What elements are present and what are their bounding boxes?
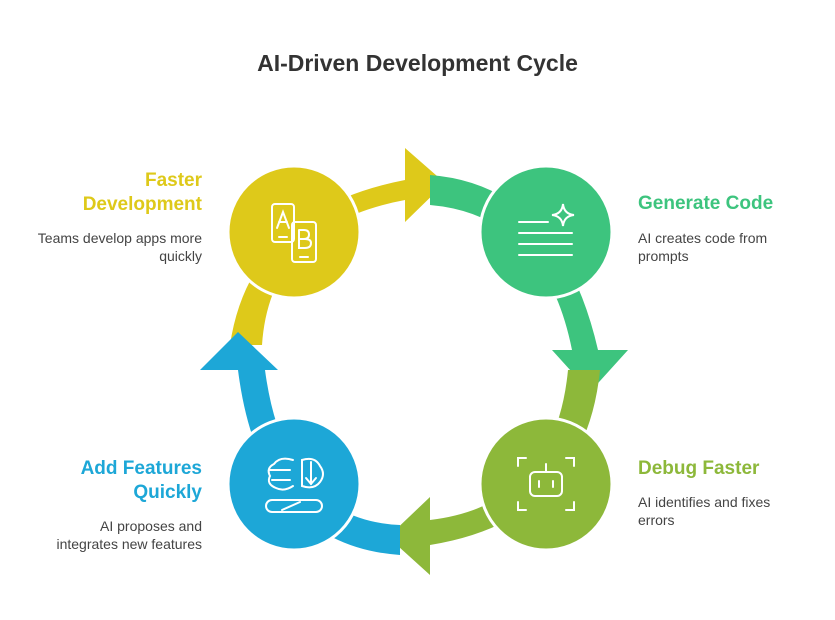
stage-heading-generate-code: Generate Code [638, 192, 773, 216]
cycle-arrow-green [430, 175, 628, 392]
stage-desc-line1: AI identifies and fixes [638, 494, 771, 510]
stage-desc-line2: quickly [159, 248, 202, 264]
stage-desc-faster-development: Teams develop apps more quickly [2, 229, 202, 265]
stage-desc-add-features: AI proposes and integrates new features [2, 517, 202, 553]
ab-test-phones-icon [271, 203, 317, 263]
stage-circle-add-features [226, 416, 362, 552]
stage-heading-add-features: Add Features Quickly [22, 457, 202, 505]
stage-heading-line1: Generate Code [638, 193, 774, 214]
stage-heading-line2: Development [82, 194, 202, 215]
cycle-arrow-yellow [230, 148, 445, 345]
stage-desc-debug-faster: AI identifies and fixes errors [638, 493, 818, 529]
stage-circle-debug-faster [478, 416, 614, 552]
stage-heading-debug-faster: Debug Faster [638, 457, 759, 481]
stage-heading-line2: Quickly [133, 482, 202, 503]
stage-desc-line2: errors [638, 512, 675, 528]
stage-heading-line1: Debug Faster [638, 458, 760, 479]
cycle-arrow-blue [200, 332, 400, 555]
stage-desc-line2: integrates new features [56, 536, 202, 552]
stage-desc-line1: AI creates code from [638, 230, 768, 246]
brain-toggle-icon [265, 457, 324, 513]
page-title: AI-Driven Development Cycle [257, 50, 578, 76]
stage-heading-line1: Add Features [80, 458, 202, 479]
cycle-arrow-lime [388, 370, 600, 575]
stage-desc-line1: AI proposes and [100, 518, 202, 534]
stage-desc-line1: Teams develop apps more [37, 230, 202, 246]
robot-face-icon [517, 457, 575, 511]
stage-desc-generate-code: AI creates code from prompts [638, 229, 818, 265]
stage-desc-line2: prompts [638, 248, 689, 264]
stage-heading-line1: Faster [144, 170, 202, 191]
code-document-sparkle-icon [518, 203, 575, 256]
stage-heading-faster-development: Faster Development [22, 169, 202, 217]
